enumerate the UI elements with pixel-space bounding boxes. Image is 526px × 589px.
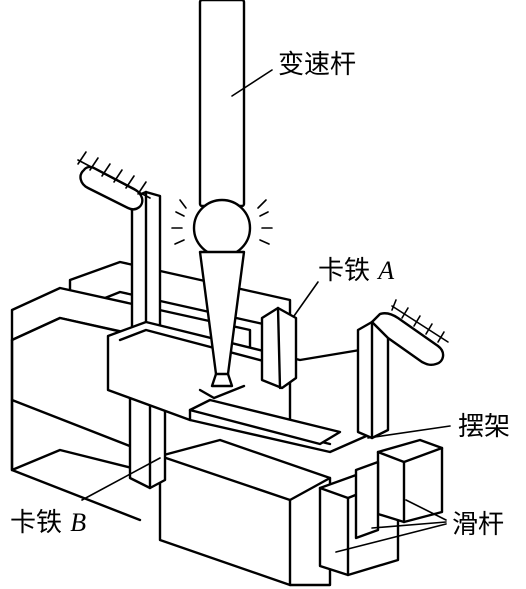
fixed-support-left [77,151,151,199]
slide-rods-label: 滑杆 [452,510,505,540]
fixed-support-right [391,299,449,343]
leader-lines [81,69,451,553]
lock-a-label: 卡铁 A [318,256,395,286]
lock-a-label-letter: A [378,256,395,285]
shift-lever-label: 变速杆 [278,50,357,80]
lock-b-label: 卡铁 B [10,508,87,538]
swing-frame-label: 摆架 [458,412,511,442]
lock-a-part [260,306,298,390]
lock-b-label-letter: B [70,508,87,537]
lock-a-label-text: 卡铁 [318,256,371,286]
lock-b-label-text: 卡铁 [10,508,63,538]
shift-lever [171,0,273,400]
slide-rods [10,260,444,587]
